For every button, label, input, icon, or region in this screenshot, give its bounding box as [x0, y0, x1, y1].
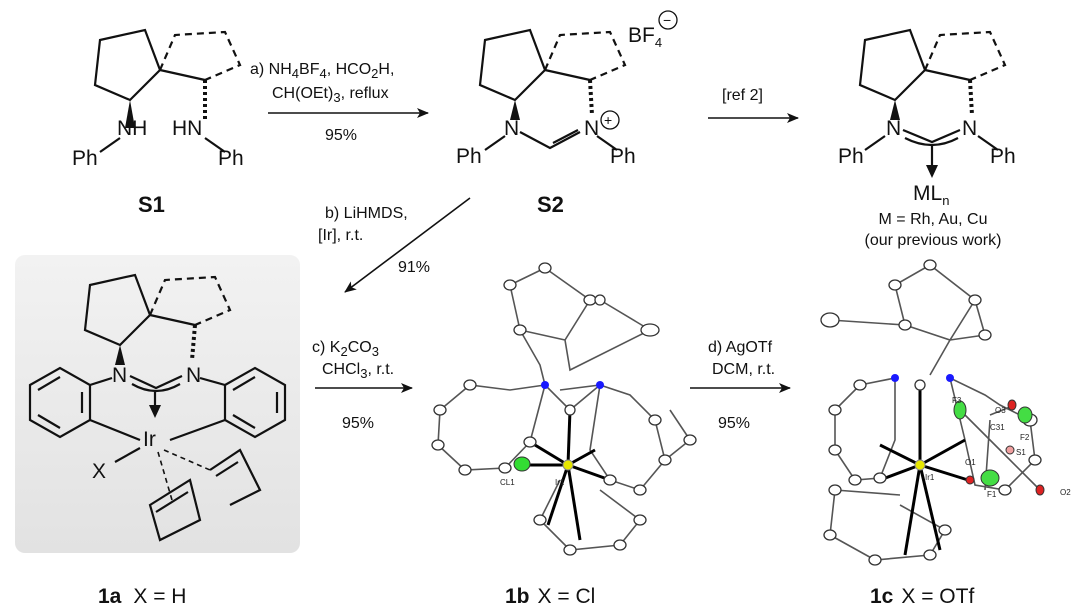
compound-1b-crystal: CL1 Ir1: [431, 262, 697, 556]
s1-ph-left: Ph: [72, 147, 98, 170]
prev-n-left: N: [886, 117, 901, 140]
s1-nh-left: NH: [117, 117, 147, 140]
s2-minus-charge: −: [663, 12, 671, 28]
step-d: d) AgOTf DCM, r.t. 95%: [690, 339, 791, 432]
step-c: c) K2CO3 CHCl3, r.t. 95%: [312, 339, 413, 432]
s2-ph-left: Ph: [456, 145, 482, 168]
step-c-line1: c) K2CO3: [312, 339, 379, 359]
step-a-yield: 95%: [325, 127, 357, 144]
c1c-atom-c31: C31: [990, 423, 1005, 432]
s1-ph-right: Ph: [218, 147, 244, 170]
step-a-line2: CH(OEt)3, reflux: [272, 85, 389, 105]
c1b-atom-ir: Ir1: [555, 478, 565, 487]
s1-label: S1: [138, 192, 165, 217]
s2-label: S2: [537, 192, 564, 217]
step-ref-label: [ref 2]: [722, 87, 763, 104]
step-a: a) NH4BF4, HCO2H, CH(OEt)3, reflux 95%: [250, 61, 429, 144]
compound-1c-crystal: F3 O3 C31 F2 S1 O1 Ir1 F1 O2: [820, 259, 1071, 566]
c1a-n-right: N: [186, 364, 201, 387]
prev-n-right: N: [962, 117, 977, 140]
c1a-x: X: [92, 460, 106, 483]
c1c-atom-o1: O1: [965, 458, 976, 467]
step-c-line2: CHCl3, r.t.: [322, 361, 394, 381]
c1c-atom-f1: F1: [987, 490, 997, 499]
compound-s1: NH HN Ph Ph S1: [72, 28, 244, 217]
step-b-line1: b) LiHMDS,: [325, 205, 408, 222]
arrow-b: [344, 197, 471, 293]
c1c-atom-s1: S1: [1016, 448, 1026, 457]
compound-previous-work: N N Ph Ph MLn M = Rh, Au, Cu (our previo…: [838, 28, 1016, 249]
c1a-n-left: N: [112, 364, 127, 387]
c1c-atom-f2: F2: [1020, 433, 1030, 442]
c1c-atom-ir: Ir1: [925, 473, 935, 482]
prev-metal: MLn: [913, 182, 949, 208]
compound-1a: N N Ir X: [28, 273, 287, 542]
s2-counterion: BF4: [628, 24, 662, 50]
compound-s2: BF4 − N N + Ph Ph S2: [456, 10, 678, 217]
prev-note: (our previous work): [865, 232, 1002, 249]
c1a-ir: Ir: [143, 428, 156, 451]
step-d-yield: 95%: [718, 415, 750, 432]
step-a-line1: a) NH4BF4, HCO2H,: [250, 61, 394, 81]
step-b-line2: [Ir], r.t.: [318, 227, 363, 244]
step-d-line2: DCM, r.t.: [712, 361, 775, 378]
s2-plus-charge: +: [604, 112, 612, 128]
step-b-yield: 91%: [398, 259, 430, 276]
c1b-atom-cl: CL1: [500, 478, 515, 487]
s2-ph-right: Ph: [610, 145, 636, 168]
s2-n-left: N: [504, 117, 519, 140]
step-d-line1: d) AgOTf: [708, 339, 773, 356]
step-b: b) LiHMDS, [Ir], r.t. 91%: [318, 197, 471, 293]
prev-metals: M = Rh, Au, Cu: [879, 211, 988, 228]
prev-ph-left: Ph: [838, 145, 864, 168]
c1c-atom-o3: O3: [995, 406, 1006, 415]
c1c-atom-f3: F3: [952, 396, 962, 405]
s2-n-right: N: [584, 117, 599, 140]
c1c-atom-o2: O2: [1060, 488, 1071, 497]
s1-nh-right: HN: [172, 117, 202, 140]
step-c-yield: 95%: [342, 415, 374, 432]
prev-ph-right: Ph: [990, 145, 1016, 168]
